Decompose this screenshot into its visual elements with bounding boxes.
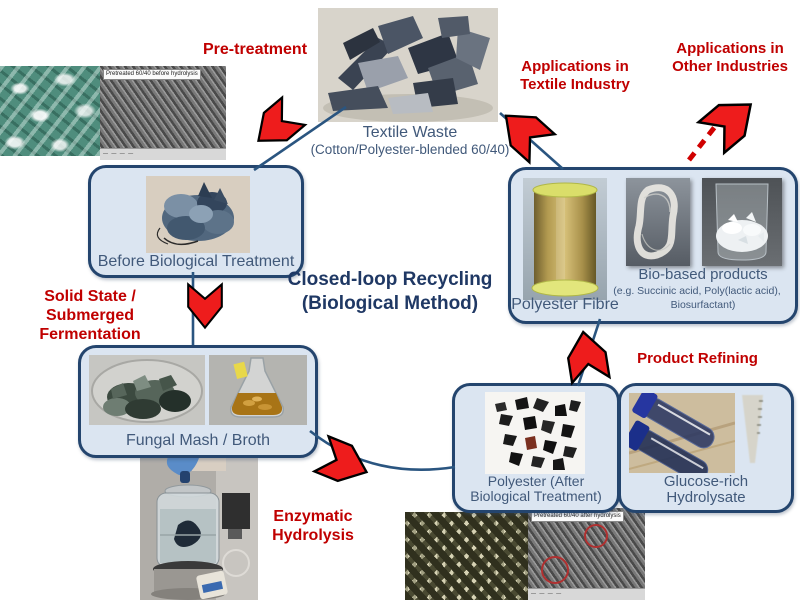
centrifuge-tube-illustration xyxy=(742,395,763,463)
textile-waste-photo xyxy=(318,8,498,122)
step-applications-textile-label: Applications in Textile Industry xyxy=(505,58,645,93)
applications-textile-line1: Applications in xyxy=(521,58,629,75)
enzymatic-line1: Enzymatic xyxy=(273,508,353,525)
bio-fibre-loop-photo xyxy=(626,178,690,266)
applications-textile-line2: Textile Industry xyxy=(520,75,630,93)
centrifuge-tube-photo xyxy=(737,393,767,468)
hydrolysate-tubes-illustration xyxy=(629,393,735,473)
fibre-loop-illustration xyxy=(633,184,678,260)
step-applications-other-label: Applications in Other Industries xyxy=(660,40,800,75)
crystals-illustration xyxy=(715,183,769,261)
diagram-title-line1: Closed-loop Recycling xyxy=(287,269,493,290)
node-polyester-after-treatment: Polyester (After Biological Treatment) xyxy=(452,383,620,513)
bio-crystals-photo xyxy=(702,178,782,266)
step-enzymatic-label: Enzymatic Hydrolysis xyxy=(258,508,368,546)
glucose-label-line1: Glucose-rich xyxy=(663,473,749,490)
step-fermentation-label: Solid State / Submerged Fermentation xyxy=(2,288,178,345)
arrow-applications-other-icon xyxy=(697,87,765,155)
fermentation-line1: Solid State / Submerged xyxy=(44,288,136,324)
arrow-fermentation-icon xyxy=(187,283,223,329)
node-fungal-mash-broth: Fungal Mash / Broth xyxy=(78,345,318,458)
diagram-title-line2: (Biological Method) xyxy=(301,292,479,314)
before-treatment-label: Before Biological Treatment xyxy=(97,253,295,271)
step-pretreatment-label: Pre-treatment xyxy=(202,41,308,58)
applications-other-line2: Other Industries xyxy=(672,57,788,75)
bioreactor-photo xyxy=(140,455,258,600)
applications-other-line1: Applications in xyxy=(676,40,784,57)
step-refining-label: Product Refining xyxy=(637,350,758,367)
bio-products-examples-line2: Biosurfactant) xyxy=(670,299,736,311)
fungal-mash-label: Fungal Mash / Broth xyxy=(125,432,271,450)
arrow-enzymatic-icon xyxy=(313,435,375,491)
sem-after-annotations xyxy=(541,524,608,584)
polyester-scraps-photo xyxy=(485,392,585,474)
arrow-refining-icon xyxy=(563,327,611,385)
fungal-mash-photo xyxy=(89,355,205,425)
polyester-after-label-line1: Polyester (After xyxy=(487,473,585,489)
node-polyester-fibre-bio-products: Polyester Fibre Bio-based products (e.g.… xyxy=(508,167,798,324)
fungal-mash-illustration xyxy=(91,359,203,423)
diagram-title: Closed-loop Recycling (Biological Method… xyxy=(270,268,510,316)
bio-products-label: Bio-based products xyxy=(638,266,768,283)
hydrolysate-tubes-photo xyxy=(629,393,735,473)
bioreactor-illustration xyxy=(151,455,258,600)
fungal-broth-flask-photo xyxy=(209,355,307,425)
sem-after-infobar: ― ― ― ― xyxy=(528,588,645,600)
polyester-fibre-label: Polyester Fibre xyxy=(511,296,619,313)
sem-before-infobar: ― ― ― ― xyxy=(100,148,226,160)
node-glucose-rich-hydrolysate: Glucose-rich Hydrolysate xyxy=(618,383,794,513)
sem-before-caption: Pretreated 60/40 before hydrolysis xyxy=(103,69,201,80)
polyester-scraps-illustration xyxy=(495,397,581,470)
textile-waste-illustration xyxy=(323,16,493,122)
fermentation-line2: Fermentation xyxy=(39,325,141,343)
fungal-broth-illustration xyxy=(229,357,285,418)
polyester-fibre-spool-photo xyxy=(523,178,607,300)
pretreated-clump-illustration xyxy=(156,182,234,246)
fabric-after-hydrolysis-photo xyxy=(405,512,528,600)
pretreated-clump-photo xyxy=(146,176,250,253)
cotton-weave-micrograph-photo xyxy=(0,66,100,156)
spool-illustration xyxy=(531,182,599,297)
node-before-biological-treatment: Before Biological Treatment xyxy=(88,165,304,278)
dashed-offshoot-line xyxy=(687,108,730,162)
textile-waste-label: Textile Waste xyxy=(362,124,458,141)
textile-waste-sublabel: (Cotton/Polyester-blended 60/40) xyxy=(310,142,510,157)
polyester-after-label-line2: Biological Treatment) xyxy=(470,488,602,504)
sem-before-hydrolysis-photo: Pretreated 60/40 before hydrolysis ― ― ―… xyxy=(100,66,226,160)
bio-products-examples-line1: (e.g. Succinic acid, Poly(lactic acid), xyxy=(613,285,781,297)
glucose-label-line2: Hydrolysate xyxy=(666,489,746,506)
sem-after-hydrolysis-photo: Pretreated 60/40 after hydrolysis ― ― ― … xyxy=(528,508,645,600)
enzymatic-line2: Hydrolysis xyxy=(272,526,354,544)
